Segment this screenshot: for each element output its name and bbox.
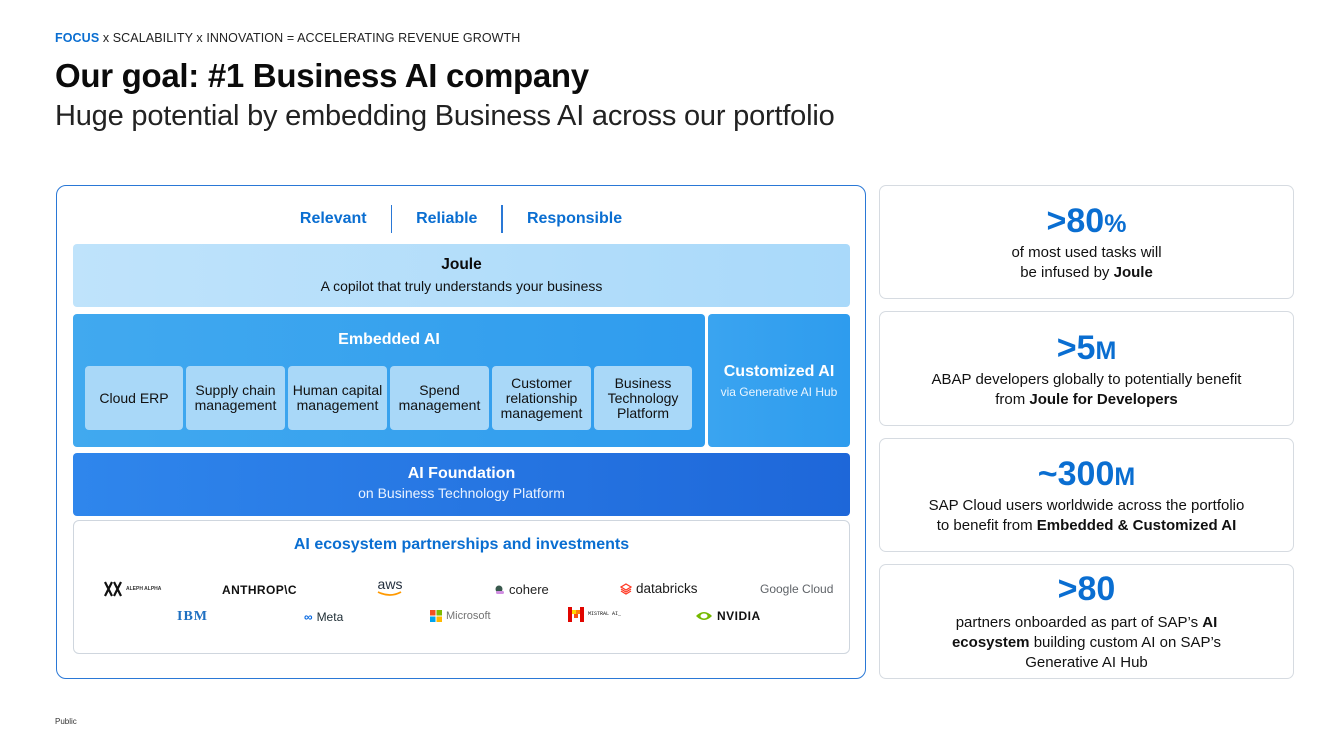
microsoft-icon (430, 610, 442, 622)
stat-text: partners onboarded as part of SAP’s (955, 614, 1203, 631)
stat-card-joule-tasks: >80% of most used tasks will be infused … (879, 185, 1294, 299)
stat-description: ABAP developers globally to potentially … (880, 370, 1293, 410)
ai-foundation-subtitle: on Business Technology Platform (358, 485, 565, 501)
stat-unit: M (1114, 463, 1136, 491)
databricks-wordmark: databricks (636, 581, 698, 596)
stat-line: of most used tasks will (1011, 244, 1162, 261)
cohere-icon (495, 585, 504, 594)
joule-block: Joule A copilot that truly understands y… (73, 244, 850, 307)
page-title: Our goal: #1 Business AI company (55, 57, 589, 94)
stat-description: SAP Cloud users worldwide across the por… (880, 496, 1293, 536)
aleph-alpha-logo: ALEPH ALPHA (104, 581, 162, 597)
microsoft-logo: Microsoft (430, 610, 491, 622)
customized-ai-subtitle: via Generative AI Hub (720, 385, 838, 399)
stat-card-abap-developers: >5M ABAP developers globally to potentia… (879, 311, 1294, 426)
mistral-logo: MISTRAL AI_ (568, 607, 622, 622)
ecosystem-title: AI ecosystem partnerships and investment… (293, 536, 630, 553)
tagline-focus: FOCUS (55, 31, 100, 45)
stat-number: >80 (1057, 570, 1116, 608)
google-cloud-logo: Google Cloud (760, 582, 834, 596)
joule-title: Joule (441, 256, 482, 273)
stat-highlight: Joule (1113, 264, 1153, 281)
databricks-logo: databricks (620, 581, 698, 596)
nvidia-eye-icon (696, 612, 712, 620)
stat-line: SAP Cloud users worldwide across the por… (928, 497, 1245, 514)
stat-highlight: AI (1202, 614, 1218, 631)
customized-ai-title: Customized AI (723, 363, 835, 380)
aleph-alpha-wordmark: ALEPH ALPHA (126, 585, 162, 592)
aleph-alpha-icon (104, 581, 122, 597)
stat-description: of most used tasks will be infused by Jo… (880, 243, 1293, 283)
pillar-relevant: Relevant (299, 210, 367, 227)
stat-line: to benefit from Embedded & Customized AI (880, 516, 1293, 536)
stat-line: ABAP developers globally to potentially … (931, 371, 1242, 388)
pillar-divider (501, 205, 503, 233)
stat-unit: % (1104, 210, 1127, 238)
pillar-reliable: Reliable (416, 210, 478, 227)
stat-description: partners onboarded as part of SAP’s AI e… (880, 613, 1293, 673)
stat-line: ecosystem building custom AI on SAP’s (880, 633, 1293, 653)
cohere-wordmark: cohere (509, 582, 549, 597)
aws-logo: aws (377, 577, 403, 597)
stat-line: Generative AI Hub (1025, 654, 1148, 671)
ai-foundation-block: AI Foundation on Business Technology Pla… (73, 453, 850, 516)
embedded-ai-cards: Cloud ERP Supply chain management Human … (85, 366, 692, 430)
meta-infinity-icon: ∞ (304, 610, 313, 624)
cohere-logo: cohere (495, 582, 549, 597)
embedded-ai-block: Embedded AI Cloud ERP Supply chain manag… (73, 314, 705, 447)
stat-line: from Joule for Developers (880, 390, 1293, 410)
classification-label: Public (55, 717, 77, 726)
stat-card-cloud-users: ~300M SAP Cloud users worldwide across t… (879, 438, 1294, 552)
embedded-ai-title: Embedded AI (338, 331, 440, 348)
stat-line: be infused by Joule (880, 263, 1293, 283)
nvidia-logo: NVIDIA (695, 609, 761, 623)
ecosystem-block: AI ecosystem partnerships and investment… (73, 520, 850, 654)
stat-text: be infused by (1020, 264, 1114, 281)
card-supply-chain: Supply chain management (186, 366, 285, 430)
ai-foundation-title: AI Foundation (407, 465, 516, 482)
stat-line: partners onboarded as part of SAP’s AI (880, 613, 1293, 633)
customized-ai-block: Customized AI via Generative AI Hub (708, 314, 850, 447)
stat-value: >5M (880, 329, 1293, 370)
stat-highlight: ecosystem (951, 634, 1030, 651)
mistral-icon (568, 607, 584, 622)
page-subtitle: Huge potential by embedding Business AI … (55, 100, 835, 132)
stat-text: building custom AI on SAP’s (1029, 634, 1222, 651)
ai-stack-panel: Relevant Reliable Responsible Joule A co… (56, 185, 866, 679)
stat-value: ~300M (880, 455, 1293, 496)
stat-number: >5 (1056, 329, 1096, 367)
pillar-divider (390, 205, 393, 233)
ibm-logo: IBM (177, 609, 208, 624)
stat-text: to benefit from (936, 517, 1037, 534)
card-btp: Business Technology Platform (594, 366, 692, 430)
card-crm: Customer relationship management (492, 366, 591, 430)
nvidia-wordmark: NVIDIA (717, 609, 761, 623)
tagline-rest: x SCALABILITY x INNOVATION = ACCELERATIN… (99, 31, 521, 45)
aws-smile-icon (377, 591, 402, 596)
stat-unit: M (1095, 337, 1117, 365)
stat-card-partners: >80 partners onboarded as part of SAP’s … (879, 564, 1294, 679)
card-cloud-erp: Cloud ERP (85, 366, 183, 430)
stat-text: from (995, 391, 1030, 408)
stat-value: >80 (880, 570, 1293, 608)
pillar-responsible: Responsible (526, 210, 623, 227)
mistral-wordmark: MISTRAL AI_ (588, 611, 622, 617)
databricks-icon (620, 582, 632, 595)
stat-value: >80% (880, 202, 1293, 243)
meta-wordmark: Meta (316, 610, 344, 624)
stat-number: >80 (1046, 202, 1105, 240)
aws-wordmark: aws (377, 576, 403, 592)
joule-subtitle: A copilot that truly understands your bu… (320, 278, 603, 294)
microsoft-wordmark: Microsoft (446, 610, 491, 622)
card-human-capital: Human capital management (288, 366, 387, 430)
stat-highlight: Joule for Developers (1029, 391, 1178, 408)
stat-highlight: Embedded & Customized AI (1036, 517, 1237, 534)
card-spend: Spend management (390, 366, 489, 430)
meta-logo: ∞ Meta (304, 610, 343, 624)
anthropic-logo: ANTHROP\C (222, 583, 297, 597)
pillars-row: Relevant Reliable Responsible (57, 205, 865, 233)
tagline: FOCUS x SCALABILITY x INNOVATION = ACCEL… (55, 31, 520, 45)
stat-number: ~300 (1037, 455, 1115, 493)
